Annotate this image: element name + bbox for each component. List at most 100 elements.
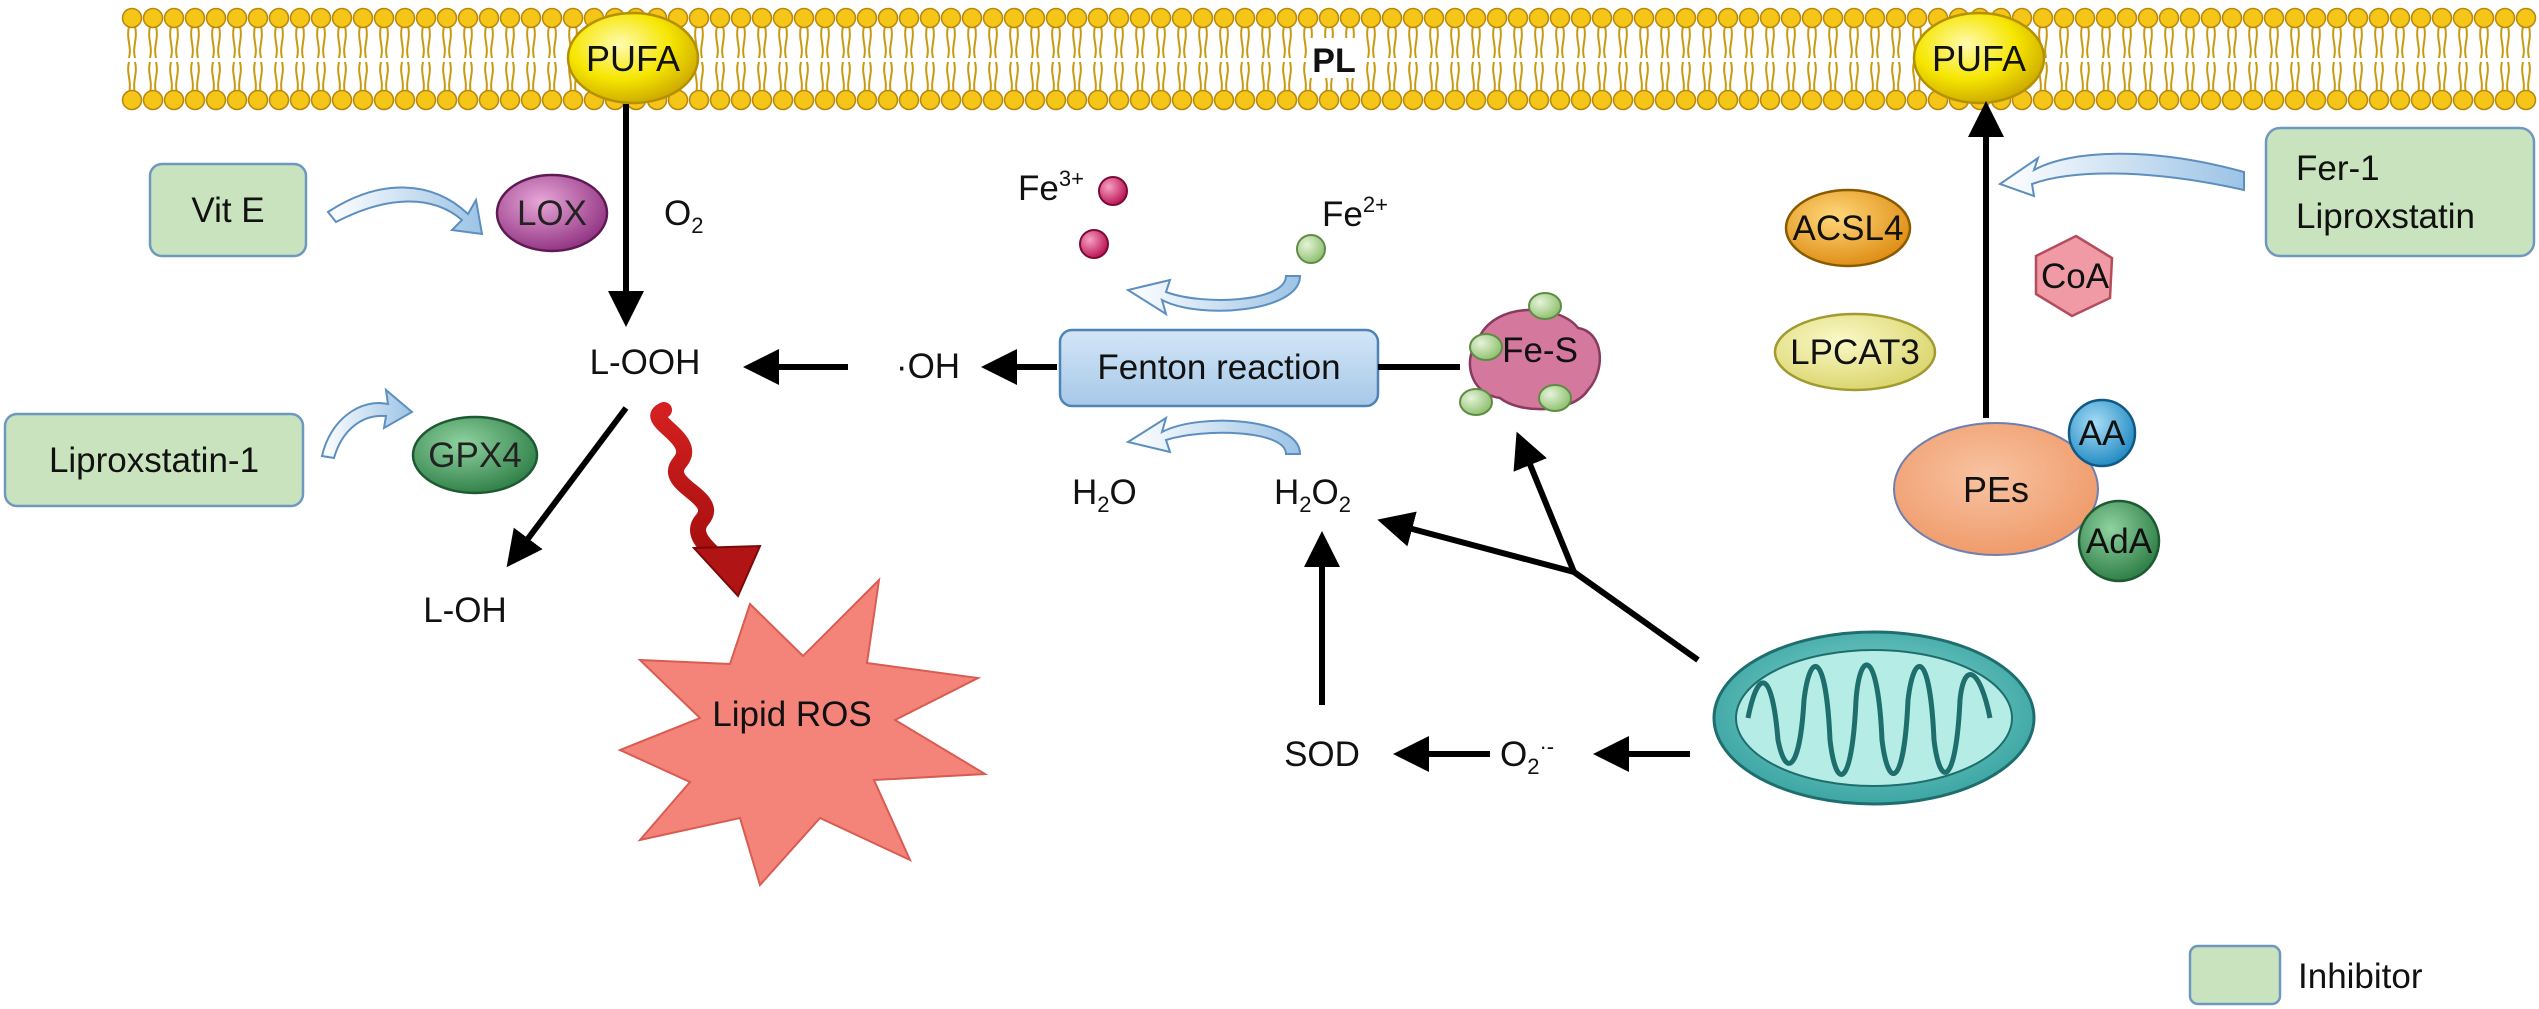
lipid-head-lower-113 [2494,89,2516,111]
lipid-head-lower-85 [1906,89,1928,111]
lipid-tail-lower-13 [400,61,410,95]
lipid-tail-upper-32 [799,25,809,59]
superoxide-label: O2·- [1500,734,1554,779]
legend-label: Inhibitor [2298,957,2423,996]
lipid-head-upper-39 [940,7,962,29]
lipid-head-lower-70 [1591,89,1613,111]
lipid-head-upper-31 [772,7,794,29]
curved-arrow-fe2-to-fe3 [1125,275,1302,317]
lipid-head-lower-58 [1339,89,1361,111]
lipid-head-upper-61 [1402,7,1424,29]
fe2-label: Fe2+ [1322,192,1388,234]
lipid-tail-lower-32 [799,61,809,95]
lipid-tail-upper-49 [1156,25,1166,59]
lipid-head-upper-85 [1906,7,1928,29]
arrow-looh-to-loh [506,406,629,568]
lipid-tail-upper-28 [715,25,725,59]
lipid-tail-upper-8 [295,25,305,59]
lipid-tail-upper-29 [736,25,746,59]
lipid-tail-upper-31 [778,25,788,59]
lipid-tail-lower-96 [2143,61,2153,95]
lipid-head-lower-36 [877,89,899,111]
lipid-tail-upper-108 [2395,25,2405,59]
lipid-head-upper-6 [247,7,269,29]
lipid-tail-lower-29 [736,61,746,95]
lipid-head-upper-59 [1360,7,1382,29]
lipid-head-upper-84 [1885,7,1907,29]
lipid-head-lower-39 [940,89,962,111]
lipid-head-lower-111 [2452,89,2474,111]
lipid-tail-upper-64 [1471,25,1481,59]
lipid-tail-upper-71 [1618,25,1628,59]
lipid-head-lower-79 [1780,89,1802,111]
lipid-tail-lower-68 [1555,61,1565,95]
lipid-head-lower-78 [1759,89,1781,111]
coa-molecule: CoA [2034,234,2114,318]
lipid-tail-lower-69 [1576,61,1586,95]
lipid-tail-upper-3 [190,25,200,59]
lipid-tail-lower-44 [1051,61,1061,95]
lipid-tail-lower-106 [2353,61,2363,95]
lipid-tail-lower-63 [1450,61,1460,95]
lipid-head-upper-56 [1297,7,1319,29]
lipid-tail-upper-78 [1765,25,1775,59]
lipid-head-upper-60 [1381,7,1403,29]
lipid-head-lower-18 [499,89,521,111]
lipid-tail-upper-95 [2122,25,2132,59]
lipid-head-upper-81 [1822,7,1844,29]
lipid-tail-lower-17 [484,61,494,95]
lipid-head-lower-38 [919,89,941,111]
lox-label: LOX [517,194,587,233]
pufa-right-label: PUFA [1932,38,2026,79]
lipid-head-upper-83 [1864,7,1886,29]
lipid-tail-upper-111 [2458,25,2468,59]
curved-arrow-liprox-to-gpx4 [320,387,414,460]
lipid-tail-lower-36 [883,61,893,95]
lipid-head-lower-27 [688,89,710,111]
lipid-tail-upper-6 [253,25,263,59]
lipid-head-lower-0 [121,89,143,111]
lipid-tail-lower-54 [1261,61,1271,95]
fe3-ion-dot-2 [1079,229,1109,259]
lipid-tail-lower-43 [1030,61,1040,95]
lipid-head-upper-82 [1843,7,1865,29]
lipid-tail-upper-70 [1597,25,1607,59]
lipid-head-lower-97 [2158,89,2180,111]
lipid-tail-upper-105 [2332,25,2342,59]
lipid-head-upper-55 [1276,7,1298,29]
lipid-head-upper-93 [2074,7,2096,29]
ada-label: AdA [2086,522,2153,561]
lipid-tail-upper-4 [211,25,221,59]
lipid-head-upper-104 [2305,7,2327,29]
line-mito-to-branch [1572,569,1700,663]
liproxstatin-1-label: Liproxstatin-1 [49,441,259,480]
fe-s-label: Fe-S [1502,331,1578,370]
lipid-head-upper-78 [1759,7,1781,29]
lipid-head-upper-101 [2242,7,2264,29]
lipid-head-lower-32 [793,89,815,111]
fe-s-cluster: Fe-S [1459,292,1601,416]
lipid-head-lower-48 [1129,89,1151,111]
lipid-head-lower-96 [2137,89,2159,111]
lipid-head-upper-28 [709,7,731,29]
lipid-head-lower-106 [2347,89,2369,111]
lipid-tail-lower-50 [1177,61,1187,95]
lipid-tail-upper-13 [400,25,410,59]
lipid-head-upper-16 [457,7,479,29]
lipid-head-upper-113 [2494,7,2516,29]
lipid-tail-lower-8 [295,61,305,95]
lipid-tail-lower-81 [1828,61,1838,95]
mitochondrion [1712,630,2036,806]
lipid-tail-lower-5 [232,61,242,95]
pufa-right: PUFA [1912,11,2046,105]
legend-swatch [2188,944,2282,1006]
lipid-head-lower-104 [2305,89,2327,111]
lipid-tail-upper-74 [1681,25,1691,59]
lipid-head-upper-91 [2032,7,2054,29]
lipid-tail-lower-2 [169,61,179,95]
lipid-head-upper-92 [2053,7,2075,29]
lipid-tail-lower-60 [1387,61,1397,95]
lipid-head-lower-65 [1486,89,1508,111]
lipid-tail-lower-92 [2059,61,2069,95]
lipid-tail-upper-40 [967,25,977,59]
